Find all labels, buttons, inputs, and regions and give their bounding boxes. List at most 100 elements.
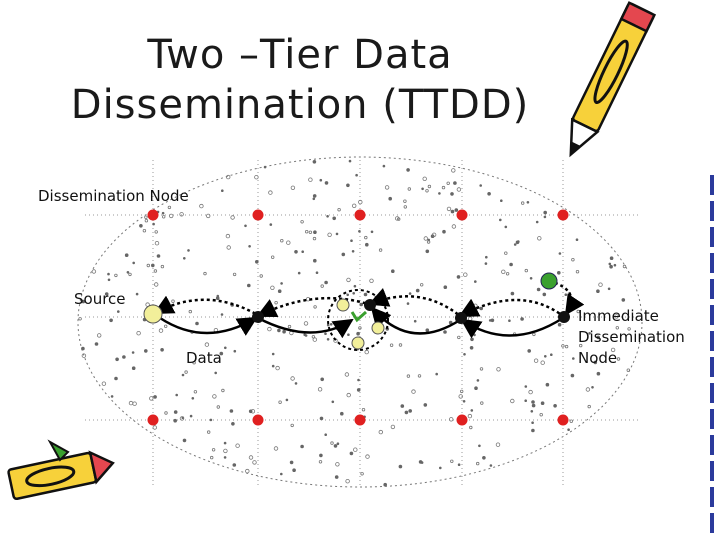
sensor-dot <box>571 258 575 262</box>
sensor-dot <box>458 394 463 399</box>
sensor-dot <box>510 291 515 296</box>
sensor-dot <box>117 310 120 313</box>
sensor-dot <box>163 324 168 328</box>
dissemination-node <box>557 414 569 426</box>
sensor-dot <box>81 353 87 358</box>
sensor-dot <box>349 451 354 456</box>
sensor-dot <box>114 376 118 381</box>
sensor-dot <box>226 245 231 250</box>
sensor-dot <box>115 357 119 362</box>
sensor-dot <box>132 401 137 406</box>
sensor-dot <box>280 282 283 285</box>
sensor-dot <box>290 185 296 190</box>
sensor-dot <box>248 245 251 248</box>
sensor-dot <box>311 335 316 339</box>
sensor-dot <box>482 456 486 460</box>
sensor-dot <box>470 409 474 412</box>
neighbor-node <box>336 298 350 312</box>
sensor-dot <box>292 468 296 473</box>
sensor-dot <box>215 296 220 301</box>
sensor-dot <box>223 448 228 454</box>
sensor-dot <box>513 243 517 246</box>
sensor-dot <box>413 319 417 323</box>
sensor-dot <box>520 317 524 321</box>
sensor-dot <box>104 292 109 296</box>
sensor-dot <box>508 319 511 323</box>
sensor-dot <box>278 400 282 404</box>
sensor-dot <box>151 263 155 268</box>
sensor-dot <box>136 331 141 336</box>
sensor-dot <box>535 220 539 224</box>
sensor-dot <box>254 174 259 180</box>
sensor-dot <box>319 178 323 182</box>
sensor-dot <box>110 395 114 398</box>
sensor-dot <box>312 194 317 198</box>
sensor-dot <box>164 411 168 415</box>
sensor-dot <box>319 416 324 421</box>
sensor-dot <box>417 374 422 378</box>
dissemination-node-label: Dissemination Node <box>38 187 189 205</box>
sensor-dot <box>501 269 506 274</box>
sensor-dot <box>358 230 361 233</box>
sensor-dot <box>593 360 598 365</box>
sensor-dot <box>509 262 513 267</box>
sensor-dot <box>211 448 216 452</box>
sensor-dot <box>438 192 441 195</box>
sensor-dot <box>363 292 368 297</box>
sensor-dot <box>206 430 211 434</box>
sensor-dot <box>355 173 358 177</box>
sensor-dot <box>346 293 350 297</box>
sensor-dot <box>505 272 510 276</box>
sensor-dot <box>313 230 317 234</box>
sensor-dot <box>425 189 429 193</box>
sensor-dot <box>462 400 466 403</box>
dissemination-node <box>456 414 468 426</box>
sensor-dot <box>135 292 139 296</box>
sensor-dot <box>273 446 279 451</box>
sensor-dot <box>469 346 474 350</box>
sensor-dot <box>274 301 278 305</box>
sensor-dot <box>189 414 193 418</box>
sensor-dot <box>329 323 333 326</box>
sensor-dot <box>203 271 207 276</box>
sensor-dot <box>248 455 254 460</box>
sensor-dot <box>467 413 473 419</box>
sensor-dot <box>423 403 428 407</box>
dissemination-nodes <box>147 209 569 426</box>
sensor-dot <box>579 343 583 348</box>
sensor-dot <box>489 464 493 467</box>
sensor-dot <box>214 371 217 375</box>
sensor-dot <box>271 352 275 356</box>
sensor-dot <box>290 423 294 428</box>
sensor-dot <box>188 309 192 314</box>
sensor-dot <box>517 240 520 243</box>
sensor-dot <box>337 207 341 212</box>
sensor-dot <box>403 199 407 203</box>
sensor-dot <box>400 404 405 408</box>
sensor-dot <box>305 229 309 234</box>
sensor-dot <box>244 224 247 228</box>
sensor-dot <box>598 282 603 287</box>
sensor-dot <box>344 372 350 377</box>
sensor-dot <box>313 305 317 309</box>
sensor-dot <box>282 329 286 334</box>
sensor-dot <box>557 271 561 275</box>
pencil-tip-icon <box>47 439 70 462</box>
sensor-dot <box>308 177 313 182</box>
sensor-dot <box>333 444 338 448</box>
sensor-dot <box>360 472 364 476</box>
sensor-dot <box>480 401 484 405</box>
sensor-dot <box>407 187 411 191</box>
sensor-dot <box>319 453 323 458</box>
sensor-dot <box>247 283 251 288</box>
sensor-dot <box>308 230 313 234</box>
sensor-dot <box>346 277 351 283</box>
sensor-dot <box>153 395 157 399</box>
sensor-dot <box>330 441 334 445</box>
sensor-dot <box>510 398 515 404</box>
sensor-dot <box>131 351 135 354</box>
sensor-dot <box>524 268 528 273</box>
sensor-dot <box>209 418 213 422</box>
path-nodes <box>252 299 570 324</box>
sensor-dot <box>350 239 353 242</box>
